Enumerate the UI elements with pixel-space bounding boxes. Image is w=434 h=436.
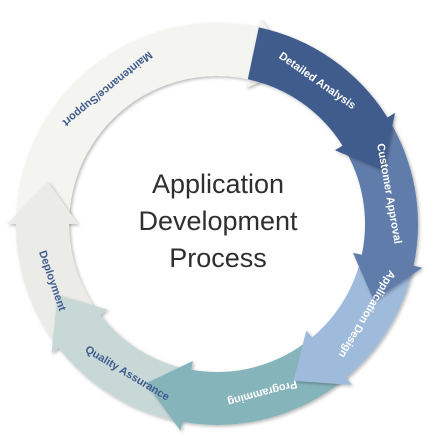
cycle-segment-7 [16, 18, 294, 224]
title-line-3: Process [169, 243, 267, 273]
cycle-segment-1 [247, 27, 396, 171]
cycle-segment-2 [342, 117, 423, 301]
cycle-segment-4 [146, 337, 347, 431]
diagram-title: Application Development Process [107, 166, 329, 277]
title-line-1: Application [151, 169, 285, 199]
title-line-2: Development [138, 206, 298, 236]
